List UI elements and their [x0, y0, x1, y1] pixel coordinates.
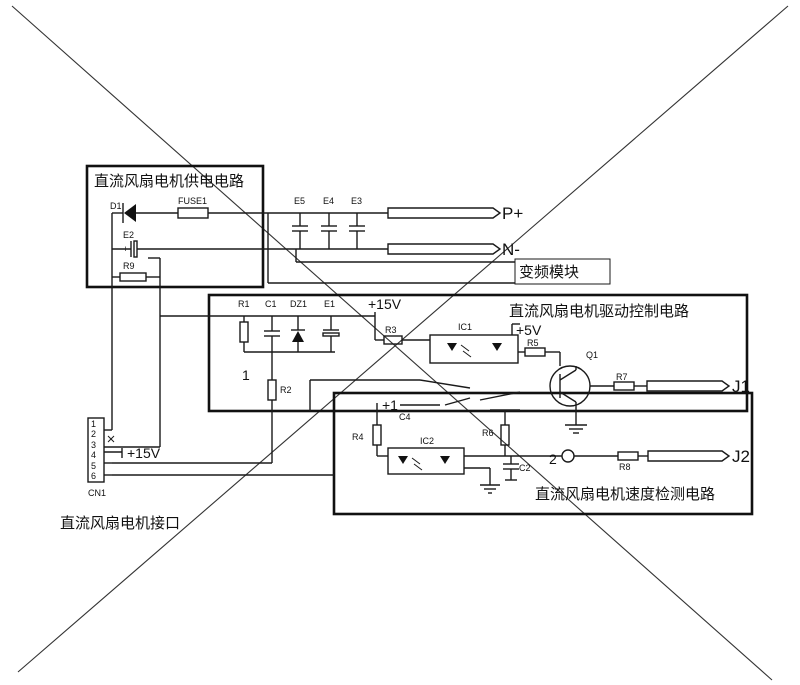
e3-capacitor: [349, 213, 365, 249]
cn1-pin-5: 5: [91, 461, 96, 471]
motor-connector-title: 直流风扇电机接口: [60, 514, 180, 532]
r5-resistor: [524, 347, 546, 357]
inverter-module-label: 变频模块: [519, 263, 579, 281]
r8-resistor: [617, 451, 639, 461]
ic1-optocoupler: [429, 334, 519, 364]
drive-control-circuit: +15V R1 C1 DZ1 E1 1 R2 R3: [160, 296, 750, 463]
cn1-label: CN1: [88, 488, 106, 498]
cn1-housing: [87, 417, 105, 483]
e3-label: E3: [351, 196, 362, 206]
cn1-pin-1: 1: [91, 419, 96, 429]
ic2-label: IC2: [420, 436, 434, 446]
inverter-module-box: [514, 258, 611, 285]
r1-label: R1: [238, 299, 250, 309]
q1-label: Q1: [586, 350, 598, 360]
speed-detect-circuit: +1 C4 R4 IC2 R6 C2: [112, 379, 750, 494]
cn1-pin-2: 2: [91, 429, 96, 439]
ic1-phototransistor-icon: [492, 343, 502, 351]
r6-resistor: [500, 424, 510, 446]
n-minus-connector: [387, 243, 502, 255]
e1-label: E1: [324, 299, 335, 309]
c4-label: C4: [399, 412, 411, 422]
e4-label: E4: [323, 196, 334, 206]
e2-plate-b: [133, 240, 138, 258]
n-minus-label: N-: [502, 240, 520, 259]
cross-line-1: [11, 5, 773, 681]
drive-control-title: 直流风扇电机驱动控制电路: [509, 302, 689, 320]
j1-connector: [646, 380, 731, 392]
ic2-led-icon: [398, 456, 408, 464]
e5-capacitor: [292, 213, 308, 249]
e5-label: E5: [294, 196, 305, 206]
q1-transistor: [549, 365, 591, 407]
node1-label: 1: [242, 367, 250, 383]
cross-line-2: [17, 5, 789, 673]
dc-link-circuit: E5 E4 E3 P+ N-: [267, 196, 523, 284]
r2-label: R2: [280, 385, 292, 395]
p-plus-connector: [387, 207, 502, 219]
ic2-phototransistor-icon: [440, 456, 450, 464]
j2-label: J2: [732, 447, 750, 466]
cn1-pin-6: 6: [91, 471, 96, 481]
r4-resistor: [372, 424, 382, 446]
cn1-connector: 1 2 3 4 5 6 CN1 +15V: [87, 417, 161, 498]
node2-label: 2: [549, 451, 557, 467]
r6-label: R6: [482, 428, 494, 438]
drive-control-block: [207, 293, 749, 413]
r7-resistor: [613, 381, 635, 391]
cn1-pin-3: 3: [91, 440, 96, 450]
cn1-pin-4: 4: [91, 450, 96, 460]
c2-label: C2: [519, 463, 531, 473]
r5-label: R5: [527, 338, 539, 348]
dz1-label: DZ1: [290, 299, 307, 309]
fuse1-label: FUSE1: [178, 196, 207, 206]
e1-capacitor: [322, 332, 340, 337]
r2-resistor: [267, 379, 277, 401]
j2-connector: [647, 450, 731, 462]
r9-resistor: [119, 272, 147, 282]
speed-detect-block: [332, 391, 754, 516]
p-plus-label: P+: [502, 204, 523, 223]
r9-label: R9: [123, 261, 135, 271]
e4-capacitor: [321, 213, 337, 249]
r8-label: R8: [619, 462, 631, 472]
r3-label: R3: [385, 325, 397, 335]
c1-label: C1: [265, 299, 277, 309]
ic2-optocoupler: [387, 447, 465, 475]
power-supply-circuit: D1 FUSE1 E2 + R9: [110, 196, 296, 447]
diagonal-cross-overlay: [11, 5, 789, 681]
r4-label: R4: [352, 432, 364, 442]
plus15v-cn-label: +15V: [127, 445, 161, 461]
plus5v-label: +5V: [516, 322, 542, 338]
power-supply-title: 直流风扇电机供电电路: [94, 172, 244, 190]
e2-label: E2: [123, 230, 134, 240]
ic1-led-icon: [447, 343, 457, 351]
r1-resistor: [239, 321, 249, 343]
plus1-label: +1: [382, 397, 398, 413]
r7-label: R7: [616, 372, 628, 382]
d1-diode: [124, 204, 136, 222]
ic1-label: IC1: [458, 322, 472, 332]
power-supply-block: [85, 164, 265, 289]
node2-terminal: [561, 449, 575, 463]
j1-label: J1: [732, 377, 750, 396]
fuse1-fuse: [177, 207, 209, 219]
dz1-zener: [292, 331, 304, 342]
d1-label: D1: [110, 201, 122, 211]
speed-detect-title: 直流风扇电机速度检测电路: [535, 485, 715, 503]
plus15v-label: +15V: [368, 296, 402, 312]
